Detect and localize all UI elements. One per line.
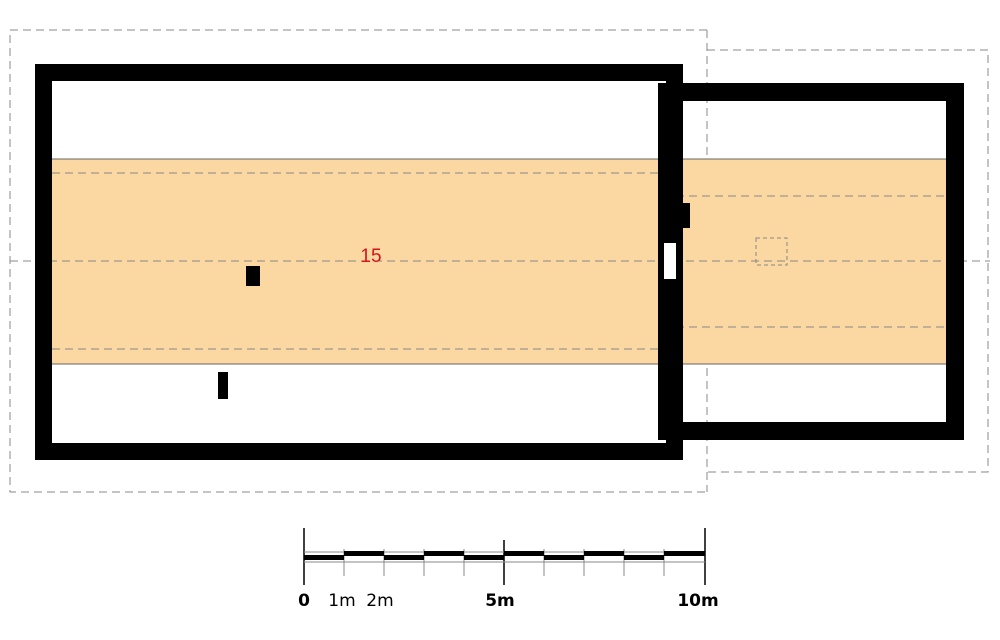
- scale-label-10m: 10m: [677, 591, 718, 611]
- scale-segment: [424, 551, 464, 556]
- scale-segment: [344, 551, 384, 556]
- scale-segment: [304, 555, 344, 560]
- scale-label-2m: 2m: [366, 591, 393, 611]
- wall-pillar: [672, 203, 690, 228]
- scale-label-5m: 5m: [485, 591, 515, 611]
- scale-segment: [464, 555, 504, 560]
- scale-label-1m: 1m: [328, 591, 355, 611]
- scale-bar: 0 1m 2m 5m 10m: [298, 528, 719, 611]
- scale-segment: [664, 551, 705, 556]
- scale-segment: [504, 551, 544, 556]
- pillars: [218, 203, 690, 399]
- scale-label-0: 0: [298, 591, 310, 611]
- pillar-lower: [218, 372, 228, 399]
- interior-dashed-lines: [10, 172, 990, 350]
- pillar-upper: [246, 266, 260, 286]
- annex-dashed-square: [755, 237, 788, 266]
- scale-segment: [624, 555, 664, 560]
- scale-segment: [584, 551, 624, 556]
- room-number-label: 15: [360, 246, 381, 267]
- scale-bar-segments: [304, 551, 705, 560]
- scale-segment: [384, 555, 424, 560]
- scale-segment: [544, 555, 584, 560]
- wall-opening: [664, 243, 676, 279]
